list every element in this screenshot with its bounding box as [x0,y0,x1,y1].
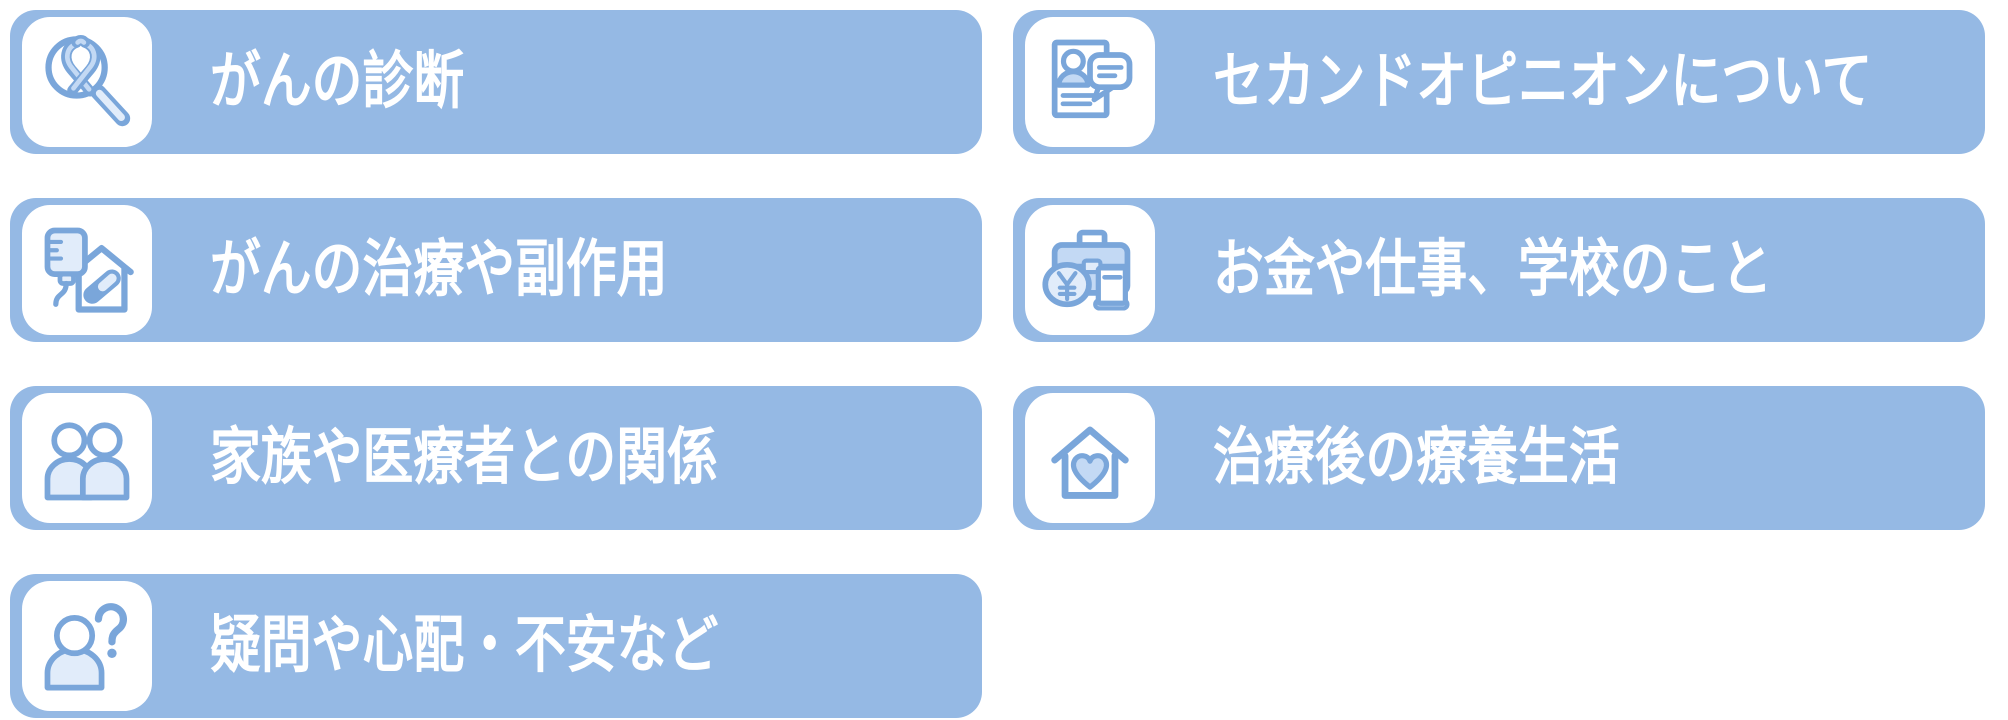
card-icon-tile [1025,205,1155,335]
house-heart-icon [1051,426,1129,499]
magnifier-ribbon-icon [45,34,131,127]
card-cancer-diagnosis[interactable]: がんの診断 [10,10,982,154]
card-icon-tile [22,393,152,523]
card-questions-worries[interactable]: 疑問や心配・不安など [10,574,982,718]
card-label: 家族や医療者との関係 [210,423,718,492]
card-icon-tile [1025,393,1155,523]
card-treatment-side-effects[interactable]: がんの治療や副作用 [10,198,982,342]
card-money-work-school[interactable]: お金や仕事、学校のこと [1013,198,1985,342]
card-label: お金や仕事、学校のこと [1213,235,1773,304]
briefcase-yen-book-icon [1042,229,1131,311]
document-speech-bubble-icon [1051,39,1133,119]
card-label: がんの診断 [210,47,465,116]
card-second-opinion[interactable]: セカンドオピニオンについて [1013,10,1985,154]
iv-drip-house-pill-icon [44,227,134,313]
card-post-treatment-life[interactable]: 治療後の療養生活 [1013,386,1985,530]
person-question-icon [44,603,128,691]
card-family-medical-relations[interactable]: 家族や医療者との関係 [10,386,982,530]
card-icon-tile [22,581,152,711]
card-label: セカンドオピニオンについて [1213,47,1873,116]
card-icon-tile [22,205,152,335]
card-label: がんの治療や副作用 [210,235,668,304]
card-icon-tile [1025,17,1155,147]
card-label: 疑問や心配・不安など [210,611,719,680]
card-icon-tile [22,17,152,147]
two-people-icon [44,422,130,501]
card-label: 治療後の療養生活 [1213,423,1620,492]
